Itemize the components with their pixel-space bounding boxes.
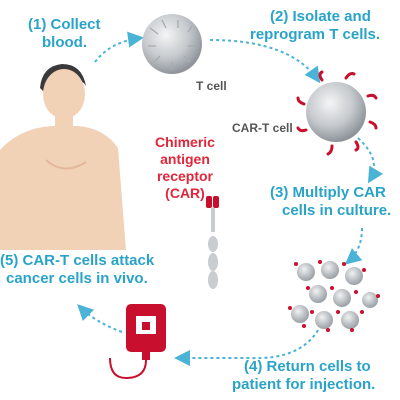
car-label-line-1: Chimeric bbox=[155, 134, 215, 150]
t-cell-label: T cell bbox=[196, 79, 227, 93]
arrow-collect-to-isolate bbox=[94, 31, 144, 63]
car-receptors bbox=[296, 70, 378, 156]
t-cell-surface-spikes bbox=[148, 19, 196, 70]
step-3-multiply: (3) Multiply CAR cells in culture. bbox=[270, 184, 391, 220]
patient-torso bbox=[0, 126, 126, 250]
car-t-cell-body bbox=[306, 82, 366, 142]
step-4-return-cells: (4) Return cells to patient for injectio… bbox=[232, 358, 375, 394]
arrow-bag-to-attack bbox=[77, 304, 123, 333]
car-t-cell-label: CAR-T cell bbox=[232, 121, 293, 135]
multiplied-cell-receptors bbox=[288, 260, 380, 332]
arrow-multiply-to-cells bbox=[344, 227, 363, 265]
step-5-line-1: (5) CAR-T cells attack bbox=[0, 252, 155, 269]
car-label: Chimeric antigen receptor (CAR) bbox=[140, 134, 230, 202]
arrow-cells-to-return bbox=[174, 329, 319, 366]
arrow-tcell-to-cart bbox=[209, 39, 321, 84]
patient-shadow bbox=[45, 159, 87, 170]
cycle-arrows bbox=[77, 31, 384, 366]
step-3-line-2: cells in culture. bbox=[282, 202, 392, 219]
car-receptor-illustration bbox=[206, 196, 219, 289]
step-5-line-2: cancer cells in vivo. bbox=[6, 270, 148, 287]
iv-tube bbox=[109, 357, 147, 380]
car-t-cell bbox=[296, 70, 378, 156]
patient-head bbox=[43, 69, 85, 119]
t-cell bbox=[142, 14, 202, 74]
step-5-attack-cancer: (5) CAR-T cells attack cancer cells in v… bbox=[0, 252, 154, 288]
step-1-collect-blood: (1) Collect blood. bbox=[28, 16, 101, 52]
car-label-line-2: antigen bbox=[160, 151, 210, 167]
step-4-line-1: (4) Return cells to bbox=[244, 358, 371, 375]
step-1-line-1: (1) Collect bbox=[28, 16, 101, 33]
arrow-cart-to-multiply bbox=[357, 137, 384, 184]
step-1-line-2: blood. bbox=[42, 34, 87, 51]
iv-bag bbox=[109, 304, 166, 380]
patient-figure bbox=[0, 64, 126, 250]
car-label-line-3: receptor bbox=[156, 168, 214, 184]
step-2-line-2: reprogram T cells. bbox=[250, 26, 381, 43]
car-label-line-4: (CAR) bbox=[165, 185, 205, 201]
step-3-line-1: (3) Multiply CAR bbox=[270, 184, 386, 201]
step-2-isolate-reprogram: (2) Isolate and reprogram T cells. bbox=[250, 8, 380, 44]
step-4-line-2: patient for injection. bbox=[232, 376, 376, 393]
multiplied-cells bbox=[288, 260, 380, 332]
step-2-line-1: (2) Isolate and bbox=[270, 8, 371, 25]
